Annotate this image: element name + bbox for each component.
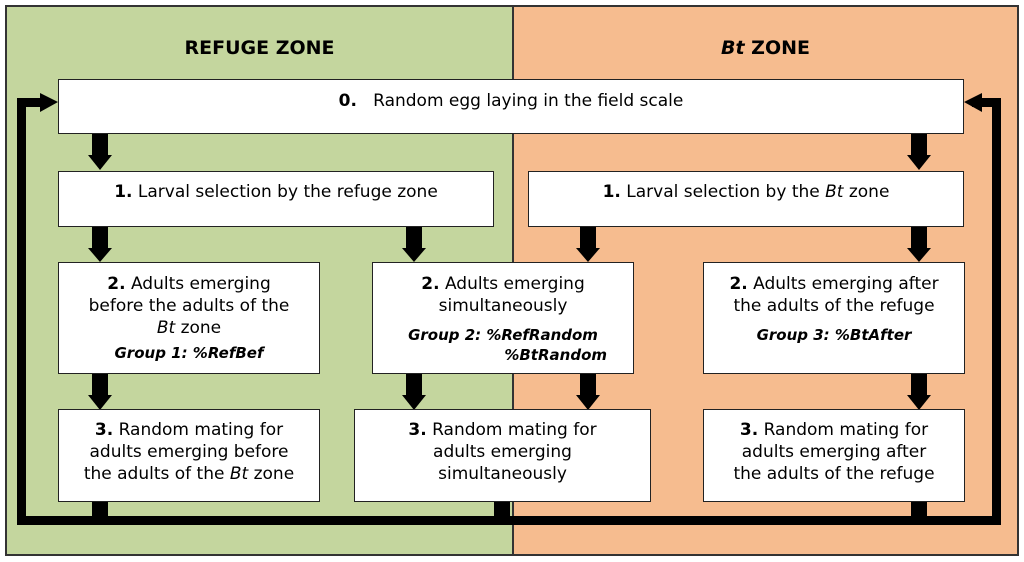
arrow-2-to-3-simul-refuge	[402, 395, 426, 410]
step2-before-box: 2. Adults emerging before the adults of …	[58, 262, 320, 374]
step3-after-line2: adults emerging after	[741, 442, 927, 462]
step2-after-line1: Adults emerging after	[747, 274, 939, 294]
right-loop-top	[972, 98, 1001, 107]
left-loop-arrowhead	[40, 93, 58, 112]
step3-simul-line1: Random mating for	[426, 420, 597, 440]
step0-text: Random egg laying in the field scale	[373, 91, 684, 111]
step2-simul-box: 2. Adults emerging simultaneously Group …	[372, 262, 634, 374]
step1-bt-number: 1.	[602, 182, 621, 202]
step3-simul-box: 3. Random mating for adults emerging sim…	[354, 409, 651, 502]
step2-simul-group-line1: Group 2: %RefRandom	[408, 326, 598, 344]
arrow-2-to-3-simul-bt	[576, 395, 600, 410]
step2-simul-line2: simultaneously	[438, 296, 568, 316]
arrow-1-to-2-simul-bt	[576, 248, 600, 262]
arrow-2-to-3-before	[88, 395, 112, 410]
step3-simul-number: 3.	[408, 420, 427, 440]
step2-before-line2: before the adults of the	[88, 296, 290, 316]
arrow-1-to-2-before	[88, 248, 112, 262]
step2-before-line1: Adults emerging	[125, 274, 271, 294]
step1-refuge-text: Larval selection by the refuge zone	[132, 182, 438, 202]
step3-simul-line3: simultaneously	[438, 464, 567, 484]
step1-bt-box: 1. Larval selection by the Bt zone	[528, 171, 964, 227]
step3-simul-line2: adults emerging	[433, 442, 572, 462]
step1-bt-text-b: zone	[843, 182, 890, 202]
step3-before-line2: adults emerging before	[89, 442, 289, 462]
step1-refuge-number: 1.	[114, 182, 133, 202]
left-loop-line	[17, 98, 26, 525]
step3-after-number: 3.	[739, 420, 759, 440]
step2-after-line2: the adults of the refuge	[733, 296, 935, 316]
step2-after-box: 2. Adults emerging after the adults of t…	[703, 262, 965, 374]
connector-3-after-to-loop	[911, 500, 927, 518]
step2-simul-number: 2.	[421, 274, 440, 294]
bt-zone-title-rest: ZONE	[744, 37, 810, 59]
arrow-0-to-1-refuge	[88, 155, 112, 170]
bottom-loop-line	[17, 516, 1001, 525]
step3-before-line3b: zone	[248, 464, 295, 484]
step2-before-italic: Bt	[156, 318, 176, 338]
step3-before-number: 3.	[94, 420, 114, 440]
right-loop-line	[992, 98, 1001, 525]
connector-3-before-to-loop	[92, 500, 108, 518]
step1-bt-italic: Bt	[825, 182, 844, 202]
arrow-0-to-1-bt	[907, 155, 931, 170]
bt-zone-title-italic: Bt	[720, 37, 745, 59]
bt-zone-title: Bt ZONE	[514, 37, 1017, 59]
step2-before-line3: zone	[175, 318, 222, 338]
step1-bt-text-a: Larval selection by the	[620, 182, 826, 202]
step2-after-group: Group 3: %BtAfter	[756, 326, 912, 344]
step2-after-number: 2.	[729, 274, 748, 294]
step2-before-number: 2.	[107, 274, 126, 294]
step0-number: 0.	[338, 91, 357, 111]
step3-before-line3a: the adults of the	[83, 464, 230, 484]
step2-simul-group-line2: %BtRandom	[504, 346, 607, 364]
step3-before-italic: Bt	[229, 464, 249, 484]
step2-simul-line1: Adults emerging	[439, 274, 585, 294]
step3-after-line3: the adults of the refuge	[733, 464, 935, 484]
arrow-1-to-2-simul-refuge	[402, 248, 426, 262]
arrow-2-to-3-after	[907, 395, 931, 410]
connector-3-simul-to-loop	[494, 500, 510, 518]
step1-refuge-box: 1. Larval selection by the refuge zone	[58, 171, 494, 227]
step3-before-line1: Random mating for	[113, 420, 284, 440]
arrow-1-to-2-after	[907, 248, 931, 262]
step3-after-box: 3. Random mating for adults emerging aft…	[703, 409, 965, 502]
step3-after-line1: Random mating for	[758, 420, 929, 440]
right-loop-arrowhead	[964, 93, 982, 112]
step3-before-box: 3. Random mating for adults emerging bef…	[58, 409, 320, 502]
refuge-zone-title: REFUGE ZONE	[184, 37, 335, 59]
left-loop-top	[17, 98, 47, 107]
step2-before-group: Group 1: %RefBef	[114, 344, 264, 362]
step0-box: 0. Random egg laying in the field scale	[58, 79, 964, 134]
